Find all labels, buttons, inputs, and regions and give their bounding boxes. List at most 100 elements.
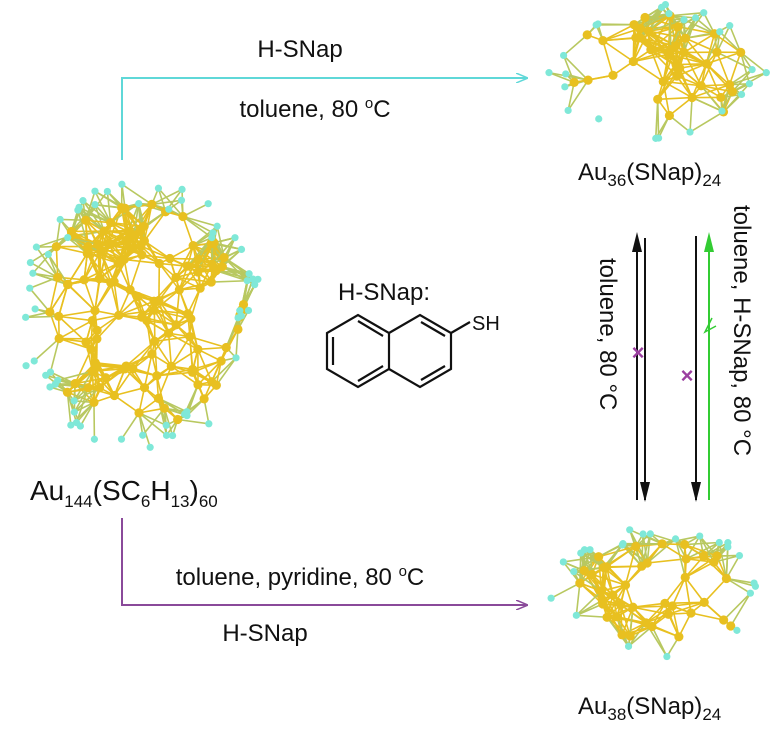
gold-atom	[596, 586, 606, 596]
bond	[167, 333, 173, 367]
gold-atom	[587, 569, 597, 580]
bond	[651, 625, 680, 638]
sulfur-atom	[559, 51, 568, 60]
gold-atom	[681, 554, 691, 564]
gold-atom	[185, 332, 195, 342]
sulfur-atom	[162, 421, 170, 429]
sulfur-atom	[181, 410, 189, 418]
bond	[716, 25, 731, 53]
bond	[58, 315, 93, 322]
bond	[691, 96, 723, 112]
gold-atom	[628, 56, 638, 67]
sulfur-atom	[232, 354, 240, 362]
right-interconversion-conditions: toluene, H-SNap, 80 °C	[728, 205, 755, 456]
sulfur-atom	[22, 313, 30, 321]
bond	[723, 592, 751, 621]
bond	[690, 612, 724, 621]
sulfur-atom	[639, 530, 647, 538]
ligand-title: H-SNap:	[338, 279, 430, 306]
bond	[94, 277, 101, 311]
bond	[190, 318, 199, 350]
sulfur-atom	[547, 594, 555, 602]
bond	[579, 582, 603, 601]
green-arrowhead-up	[704, 232, 714, 252]
bond	[120, 412, 140, 440]
sulfur-atom	[31, 305, 39, 313]
bond	[94, 190, 123, 209]
bond	[33, 337, 60, 362]
gold-atom	[51, 241, 61, 252]
gold-atom	[89, 397, 99, 408]
sulfur-atom	[652, 134, 660, 142]
sulfur-atom	[91, 201, 99, 209]
gold-atom	[128, 364, 138, 374]
bond	[639, 37, 669, 56]
sulfur-atom	[559, 558, 567, 566]
gold-atom	[660, 598, 670, 608]
gold-atom	[109, 277, 119, 287]
bond	[83, 251, 102, 281]
sulfur-atom	[748, 65, 756, 74]
gold-atom	[569, 77, 579, 87]
sulfur-atom	[663, 652, 671, 661]
sulfur-atom	[561, 83, 569, 91]
gold-atom	[206, 277, 216, 287]
bond	[684, 541, 720, 546]
bond	[674, 538, 687, 578]
gold-atom	[153, 393, 163, 403]
bond	[154, 340, 172, 367]
bond	[624, 546, 637, 586]
bond	[143, 240, 171, 260]
gold-atom	[653, 94, 663, 104]
bond	[705, 63, 722, 98]
bond	[722, 83, 751, 113]
bond	[175, 276, 212, 283]
bond	[156, 368, 193, 377]
sulfur-atom	[204, 200, 212, 208]
bond	[654, 99, 659, 139]
gold-atom	[94, 383, 105, 393]
sulfur-atom	[244, 306, 253, 315]
sulfur-atom	[762, 69, 770, 77]
gold-atom	[207, 259, 217, 269]
gold-atom	[159, 403, 170, 413]
bond	[650, 15, 671, 51]
sulfur-atom	[249, 275, 257, 283]
sulfur-atom	[118, 180, 126, 188]
gold-atom	[150, 336, 160, 346]
bond	[671, 577, 686, 607]
gold-atom	[114, 310, 124, 320]
bond	[153, 289, 180, 311]
gold-atom	[95, 247, 106, 257]
bond	[648, 30, 686, 39]
bond	[628, 625, 653, 647]
bond	[182, 215, 218, 228]
bond	[651, 605, 673, 628]
bottom-reagent-label: H-SNap	[222, 620, 307, 647]
gold-atom	[182, 261, 193, 271]
bond	[78, 206, 111, 224]
gold-atom	[709, 557, 719, 567]
bond	[632, 60, 664, 83]
bond	[629, 529, 663, 545]
sulfur-atom	[572, 611, 580, 619]
bond	[602, 27, 641, 42]
bond	[99, 222, 112, 252]
bond	[94, 190, 112, 224]
bond	[591, 573, 626, 586]
bond	[716, 51, 753, 71]
bond	[602, 23, 635, 42]
sulfur-atom	[696, 532, 704, 540]
sulfur-atom	[680, 16, 688, 24]
gold-atom	[211, 380, 221, 390]
sulfur-atom	[213, 222, 221, 230]
gold-atom	[575, 578, 585, 588]
bond	[168, 332, 199, 351]
bond	[113, 281, 120, 316]
sulfur-atom	[231, 234, 239, 242]
bond	[177, 418, 209, 425]
gold-atom	[81, 215, 91, 225]
bond	[602, 39, 634, 63]
bond	[58, 315, 87, 343]
